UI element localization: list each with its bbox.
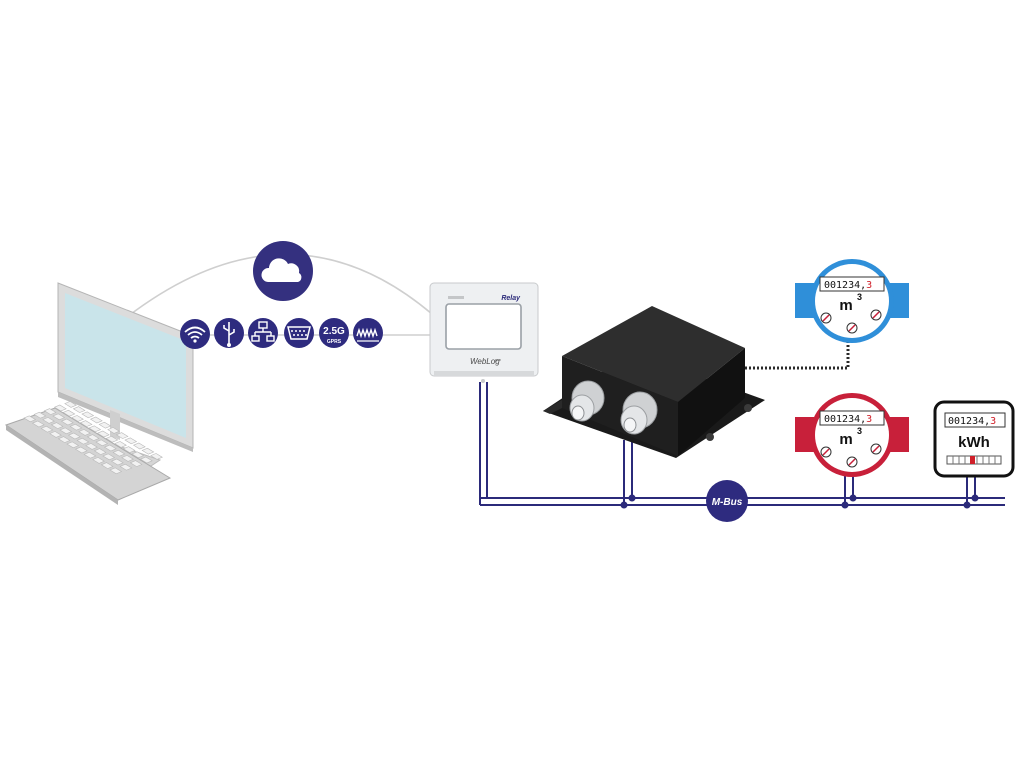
meter-reading: 001234,3 <box>824 280 872 291</box>
keyboard-key <box>110 458 124 466</box>
electricity-meter: 001234,3 kWh <box>933 400 1015 478</box>
meter-unit: m <box>839 297 852 314</box>
keyboard-key <box>79 420 93 427</box>
cellular-sublabel: GPRS <box>327 339 342 345</box>
keyboard-key <box>89 416 103 424</box>
keyboard-key <box>150 453 163 460</box>
keyboard-key <box>74 446 88 454</box>
meter-reading: 001234,3 <box>824 414 872 425</box>
keyboard-key <box>66 441 80 449</box>
meter-reading: 001234,3 <box>948 416 996 427</box>
keyboard-key <box>115 432 129 439</box>
keyboard-key <box>131 451 145 459</box>
keyboard-key <box>42 417 55 424</box>
keyboard-key <box>64 401 77 408</box>
wifi-icon <box>180 319 210 349</box>
keyboard-key <box>132 442 146 450</box>
keyboard-key <box>85 443 98 450</box>
ethernet-icon <box>248 318 278 348</box>
keyboard-key <box>129 460 143 467</box>
keyboard-key <box>76 437 90 445</box>
keyboard-key <box>88 425 102 433</box>
keyboard-key <box>107 427 120 434</box>
keyboard-key <box>122 446 136 453</box>
cable-gland-1 <box>569 380 605 422</box>
dotted-cable <box>745 336 850 370</box>
keyboard-key <box>71 415 84 422</box>
brand-logo: Relay <box>501 295 521 302</box>
cellular-label: 2.5G <box>323 326 345 337</box>
keyboard-key <box>93 448 107 455</box>
cellular-2.5g-icon: 2.5G GPRS <box>319 318 349 348</box>
keyboard-key <box>124 437 138 445</box>
keyboard-key <box>141 447 155 455</box>
keyboard-key <box>43 408 57 415</box>
modem-signal-icon <box>353 318 383 348</box>
meter-unit: kWh <box>958 434 990 451</box>
meter-unit-superscript: 3 <box>857 426 862 436</box>
keyboard-key <box>100 462 114 469</box>
mounting-hole <box>706 433 714 441</box>
keyboard-key <box>92 457 105 464</box>
connectivity-icons: 2.5G GPRS <box>180 318 383 349</box>
dial-icons <box>820 309 882 334</box>
keyboard-key <box>31 420 45 428</box>
keyboard-key <box>72 406 86 413</box>
water-meter-blue: 001234,3 m 3 <box>795 259 909 343</box>
keyboard-key <box>40 425 54 433</box>
keyboard-key <box>23 415 37 423</box>
keyboard-key <box>57 436 71 443</box>
dial-icons <box>820 443 882 468</box>
keyboard-key <box>83 451 97 459</box>
cable-port <box>481 379 485 383</box>
keyboard-key <box>102 453 116 461</box>
keyboard-key <box>109 467 123 475</box>
keyboard-key <box>95 439 109 447</box>
product-suffix: pro <box>494 357 502 362</box>
product-name: WebLog <box>470 357 500 366</box>
cable-gland-2 <box>620 391 658 435</box>
keyboard-key <box>114 441 127 448</box>
keyboard-key <box>105 435 119 443</box>
keyboard-key <box>52 413 66 421</box>
usb-icon <box>214 318 244 348</box>
keyboard-key <box>59 427 73 435</box>
keyboard-key <box>139 456 153 464</box>
computer <box>4 282 194 505</box>
cloud-icon <box>253 241 313 301</box>
mbus-level-converter <box>543 306 765 458</box>
keyboard-key <box>50 422 64 429</box>
serial-port-icon <box>284 318 314 348</box>
keyboard-key <box>112 449 126 457</box>
rotating-disc-window <box>946 455 1002 465</box>
weblog-datalogger: Relay WebLog pro <box>429 282 539 383</box>
keyboard-key <box>103 444 117 452</box>
keyboard-key <box>96 430 110 438</box>
keyboard-key <box>53 404 67 412</box>
mbus-label: M-Bus <box>712 497 743 508</box>
keyboard-key <box>62 409 76 417</box>
status-led-strip <box>448 296 464 299</box>
keyboard-key <box>69 423 83 431</box>
keyboard-keys <box>23 401 163 475</box>
monitor <box>57 282 194 469</box>
meter-unit: m <box>839 431 852 448</box>
bus-junction-dots <box>620 494 979 509</box>
keyboard-key <box>60 418 74 426</box>
keyboard-key <box>81 411 95 419</box>
mounting-hole <box>744 404 752 412</box>
keyboard-key <box>49 431 62 438</box>
meter-unit-superscript: 3 <box>857 292 862 302</box>
water-meter-red: 001234,3 m 3 <box>795 393 909 477</box>
mbus-badge: M-Bus <box>706 480 748 522</box>
keyboard-key <box>67 432 81 440</box>
keyboard-key <box>33 411 47 419</box>
keyboard-key <box>119 463 133 471</box>
keyboard-key <box>78 429 91 436</box>
keyboard-key <box>98 421 112 429</box>
keyboard <box>4 401 172 505</box>
keyboard-key <box>86 434 100 441</box>
keyboard-key <box>121 455 134 462</box>
